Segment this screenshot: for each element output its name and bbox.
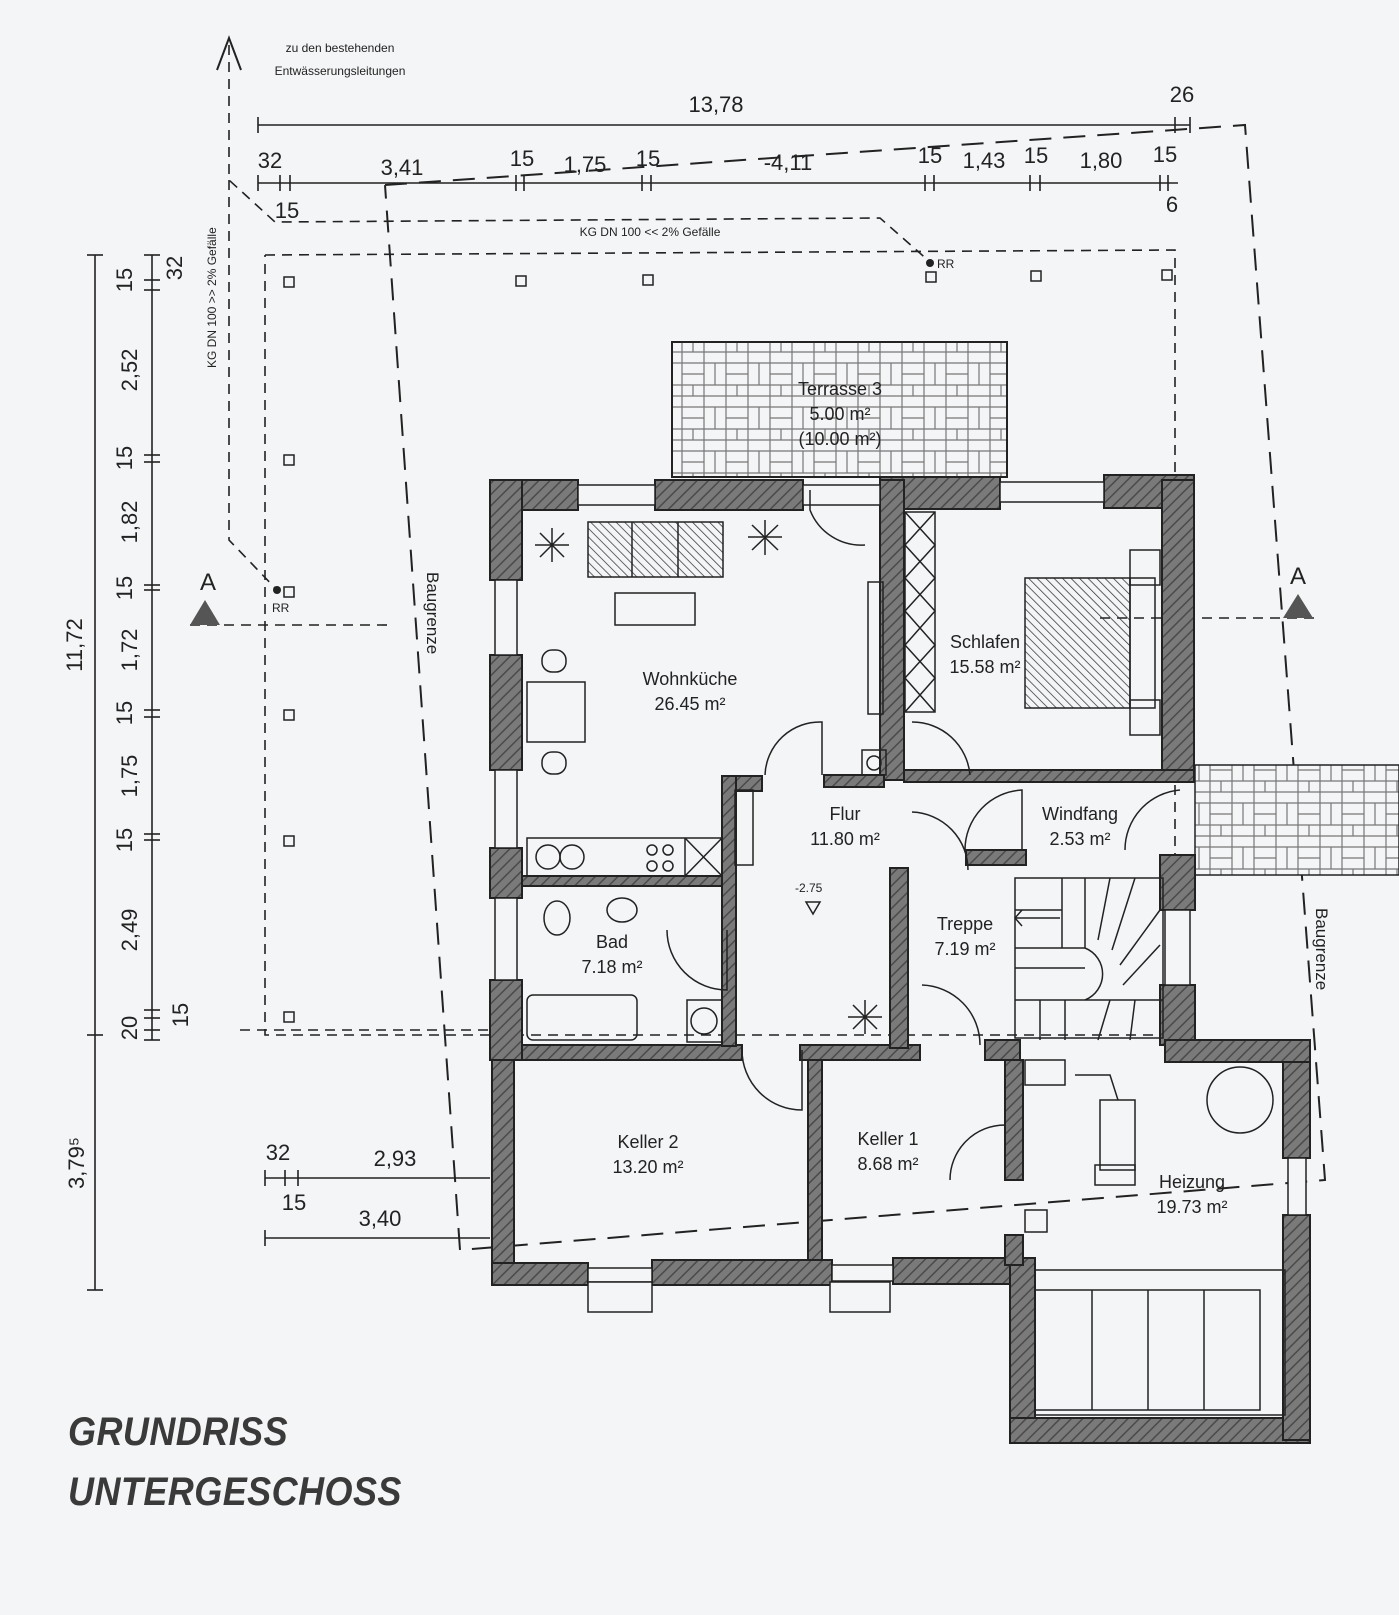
room-terrasse-name: Terrasse 3: [798, 379, 882, 399]
plan-title-line1: GRUNDRISS: [68, 1410, 289, 1454]
drain-arrow-icon: [216, 35, 242, 71]
dim-top-chain: 32 3,41 15 1,75 15 -4,11 15 1,43 15 1,80…: [258, 142, 1178, 223]
dim-left-1: 15: [112, 268, 137, 292]
terrace-paving: [671, 341, 1008, 478]
plant-icon: [535, 520, 882, 1034]
dim-left-2: 2,52: [117, 349, 142, 392]
level-marker-icon: [804, 901, 822, 916]
drain-points: [283, 269, 1173, 1023]
furniture: [526, 511, 1286, 1416]
room-wohnkueche-name: Wohnküche: [643, 669, 738, 689]
room-schlafen-area: 15.58 m²: [949, 657, 1020, 677]
room-wohnkueche-area: 26.45 m²: [654, 694, 725, 714]
dim-left-0: 32: [162, 256, 187, 280]
rr-point-left: [273, 586, 281, 594]
entrance-paving: [1194, 764, 1399, 876]
dim-top-8: 15: [1024, 143, 1048, 168]
windows: [494, 481, 1307, 1313]
dim-bottom-0: 32: [266, 1140, 290, 1165]
dim-top-10: 15: [1153, 142, 1177, 167]
level-label: -2.75: [795, 881, 823, 895]
room-bad-area: 7.18 m²: [581, 957, 642, 977]
room-keller2-name: Keller 2: [617, 1132, 678, 1152]
room-keller1-name: Keller 1: [857, 1129, 918, 1149]
dim-top-5: -4,11: [764, 150, 813, 175]
drain-note-line1: zu den bestehenden: [286, 41, 395, 55]
pipe-note-top: KG DN 100 << 2% Gefälle: [580, 225, 721, 239]
dim-left-5: 15: [112, 576, 137, 600]
room-treppe-name: Treppe: [937, 914, 993, 934]
dim-left-lower: 3,79⁵: [64, 1137, 89, 1189]
dim-left-total: 11,72: [62, 618, 87, 671]
room-labels: Terrasse 3 5.00 m² (10.00 m²) Wohnküche …: [581, 379, 1227, 1217]
room-keller2-area: 13.20 m²: [612, 1157, 683, 1177]
dim-top-4: 15: [636, 146, 660, 171]
dim-left-4: 1,82: [117, 501, 142, 544]
dim-top-3: 1,75: [564, 152, 607, 177]
dim-left-12: 20: [117, 1016, 142, 1040]
dim-top-total: 13,78: [688, 92, 743, 117]
dim-top-9: 1,80: [1080, 148, 1123, 173]
dim-left-8: 1,75: [117, 755, 142, 798]
dim-bottom-3: 3,40: [359, 1206, 402, 1231]
dim-bottom-2: 15: [282, 1190, 306, 1215]
dim-left-10: 2,49: [117, 909, 142, 952]
dim-left-9: 15: [112, 828, 137, 852]
drainage-lines: [190, 45, 1320, 1036]
section-marker-icon: [190, 594, 1313, 625]
plan-title-line2: UNTERGESCHOSS: [68, 1470, 402, 1514]
dim-top-2: 15: [510, 146, 534, 171]
dim-top-1: 3,41: [381, 155, 424, 180]
room-terrasse-area2: (10.00 m²): [798, 429, 881, 449]
door-swings: [666, 490, 1181, 1181]
rr-label-left: RR: [272, 601, 290, 615]
dimension-lines: [94, 124, 1190, 1290]
dim-top-7: 1,43: [963, 148, 1006, 173]
section-label-right: A: [1290, 563, 1306, 590]
dim-bottom-1: 2,93: [374, 1146, 417, 1171]
baugrenze-label-left: Baugrenze: [423, 572, 442, 654]
dim-left-6: 1,72: [117, 629, 142, 672]
rr-point-top: [926, 259, 934, 267]
dim-left-7: 15: [112, 701, 137, 725]
room-flur-name: Flur: [830, 804, 861, 824]
drain-note-line2: Entwässerungsleitungen: [275, 64, 406, 78]
dim-top-6: 15: [918, 143, 942, 168]
dim-top-extra: 26: [1170, 82, 1194, 107]
dim-top-below-1: 6: [1166, 192, 1178, 217]
room-terrasse-area: 5.00 m²: [809, 404, 870, 424]
room-heizung-name: Heizung: [1159, 1172, 1225, 1192]
baugrenze-label-right: Baugrenze: [1312, 908, 1331, 990]
room-keller1-area: 8.68 m²: [857, 1154, 918, 1174]
section-label-left: A: [200, 569, 216, 596]
pipe-note-left: KG DN 100 >> 2% Gefälle: [205, 227, 219, 368]
room-windfang-area: 2.53 m²: [1049, 829, 1110, 849]
dimension-ticks: [87, 117, 1191, 1291]
room-windfang-name: Windfang: [1042, 804, 1118, 824]
baugrenze-line: [384, 123, 1327, 1252]
dim-left-11: 15: [168, 1003, 193, 1027]
staircase: [1014, 877, 1164, 1041]
room-flur-area: 11.80 m²: [810, 829, 880, 849]
walls: [489, 474, 1311, 1444]
room-heizung-area: 19.73 m²: [1156, 1197, 1227, 1217]
room-schlafen-name: Schlafen: [950, 632, 1020, 652]
rr-label-top: RR: [937, 257, 955, 271]
dim-left-chain: 11,72 32 15 2,52 15 1,82 15 1,72 15 1,75…: [62, 256, 193, 1189]
dim-top-0: 32: [258, 148, 282, 173]
room-treppe-area: 7.19 m²: [934, 939, 995, 959]
dim-left-3: 15: [112, 446, 137, 470]
room-bad-name: Bad: [596, 932, 628, 952]
dim-top-below-0: 15: [275, 198, 299, 223]
